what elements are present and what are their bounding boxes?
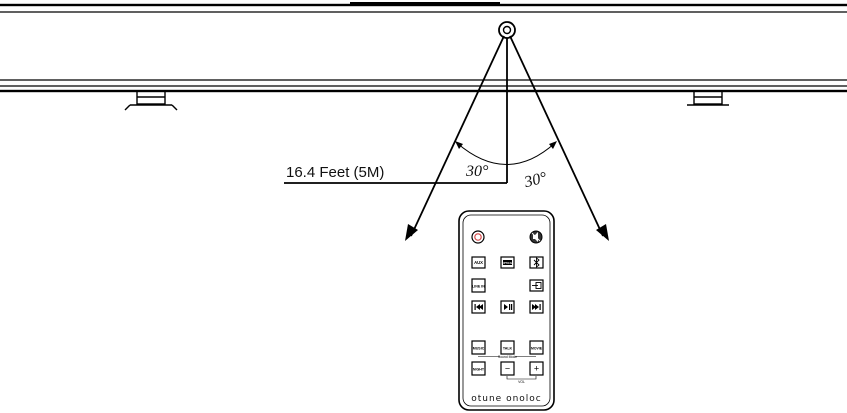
- previous-button[interactable]: [471, 300, 486, 314]
- volume-up-button[interactable]: +: [529, 361, 544, 376]
- arrowhead-right-icon: [596, 224, 609, 241]
- next-icon: [532, 304, 541, 310]
- svg-text:TALK: TALK: [503, 347, 513, 351]
- mute-icon: [531, 232, 541, 242]
- input-icon: [532, 282, 542, 289]
- bluetooth-icon: [533, 257, 540, 268]
- svg-text:−: −: [505, 364, 510, 374]
- optical-button[interactable]: OPTICAL: [500, 256, 515, 269]
- distance-label: 16.4 Feet (5M): [286, 164, 384, 181]
- movie-button[interactable]: MOVIE: [529, 340, 544, 355]
- mute-button[interactable]: [529, 230, 543, 244]
- svg-text:AUX: AUX: [474, 260, 483, 265]
- power-button[interactable]: [471, 230, 485, 244]
- soundbar: [0, 2, 847, 93]
- range-lines: [284, 35, 604, 237]
- svg-text:OPTICAL: OPTICAL: [502, 261, 514, 265]
- arrowhead-left-icon: [405, 224, 418, 241]
- music-button[interactable]: MUSIC: [471, 340, 486, 355]
- arc-arrowhead-left-icon: [455, 141, 463, 149]
- volume-down-button[interactable]: −: [500, 361, 515, 376]
- svg-text:+: +: [534, 364, 539, 374]
- power-icon: [474, 233, 482, 241]
- svg-text:LINE IN: LINE IN: [472, 285, 485, 289]
- aux-button[interactable]: AUX: [471, 256, 486, 269]
- range-arrowheads: [405, 224, 609, 241]
- svg-text:MOVIE: MOVIE: [531, 347, 543, 351]
- arc-arrowhead-right-icon: [549, 141, 557, 149]
- play-pause-icon: [504, 304, 513, 310]
- input-button[interactable]: [529, 279, 544, 292]
- ir-sensor-icon: [498, 21, 516, 39]
- angle-arc: [455, 141, 557, 165]
- remote-control: AUX OPTICAL LINE IN: [458, 210, 555, 411]
- brand-logo: otune onoloc: [471, 394, 542, 404]
- bluetooth-button[interactable]: [529, 256, 544, 269]
- soundbar-foot-left: [124, 90, 178, 111]
- svg-text:NIGHT: NIGHT: [473, 368, 485, 372]
- svg-text:MUSIC: MUSIC: [473, 347, 485, 351]
- night-button[interactable]: NIGHT: [471, 361, 486, 376]
- sound-mode-label: Sound Mode: [498, 355, 517, 359]
- next-button[interactable]: [529, 300, 544, 314]
- soundbar-foot-right: [687, 90, 729, 106]
- range-line-left: [410, 35, 505, 237]
- talk-button[interactable]: TALK: [500, 340, 515, 355]
- line-in-button[interactable]: LINE IN: [471, 278, 486, 293]
- play-pause-button[interactable]: [500, 300, 515, 314]
- angle-label-right: 30°: [522, 169, 549, 191]
- range-line-right: [509, 35, 604, 237]
- angle-label-left: 30°: [465, 163, 489, 180]
- previous-icon: [474, 304, 483, 310]
- vol-label: VOL: [518, 380, 525, 384]
